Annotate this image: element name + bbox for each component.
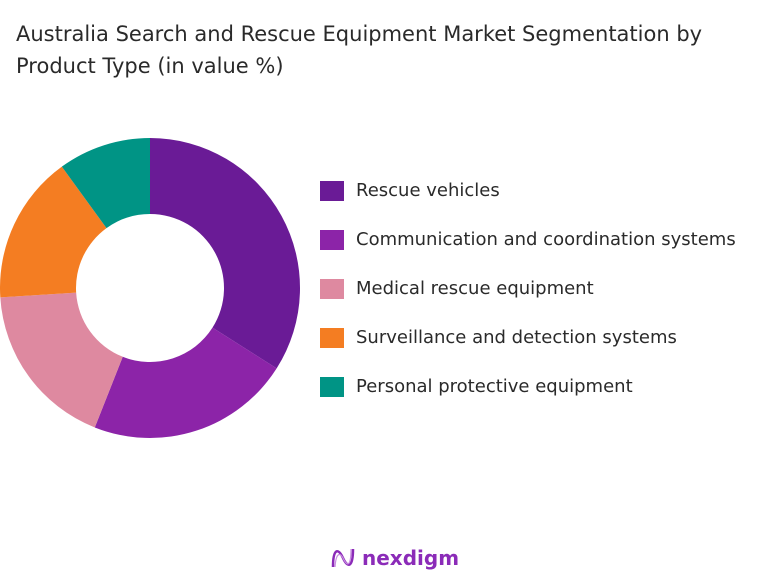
legend-swatch [320,229,344,250]
legend-label: Medical rescue equipment [356,278,594,299]
legend-item: Personal protective equipment [320,376,633,397]
donut-slice-5 [61,138,150,229]
legend-item: Medical rescue equipment [320,278,594,299]
legend-item: Communication and coordination systems [320,229,736,250]
legend-item: Rescue vehicles [320,180,500,201]
legend-label: Surveillance and detection systems [356,327,677,348]
chart-title: Australia Search and Rescue Equipment Ma… [16,22,703,78]
legend-swatch [320,278,344,299]
logo-text: nexdigm [362,546,460,570]
nexdigm-logo-icon [331,548,355,568]
donut-slice-2 [94,327,277,438]
donut-slice-4 [0,166,107,298]
legend-label: Rescue vehicles [356,180,500,201]
legend-swatch [320,180,344,201]
donut-slice-3 [0,292,123,428]
donut-slice-1 [150,138,301,369]
legend-swatch [320,376,344,397]
legend-label: Communication and coordination systems [356,229,736,250]
legend-swatch [320,327,344,348]
nexdigm-logo: nexdigm [330,545,459,571]
legend-label: Personal protective equipment [356,376,633,397]
legend-item: Surveillance and detection systems [320,327,677,348]
